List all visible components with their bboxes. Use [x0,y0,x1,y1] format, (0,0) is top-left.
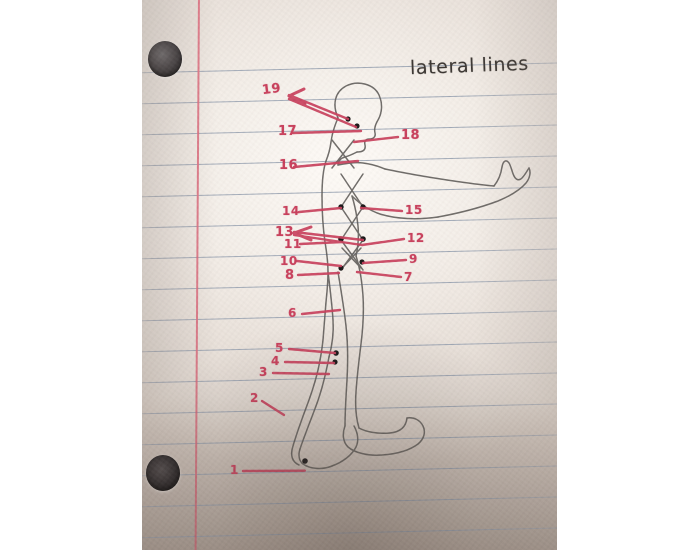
label-2: 2 [250,391,259,405]
arrowhead-19-b [287,94,307,106]
label-18: 18 [401,128,421,143]
label-3: 3 [259,365,268,379]
label-13: 13 [275,225,295,240]
leader-6 [300,308,342,316]
label-17: 17 [278,124,298,139]
label-1: 1 [230,463,239,477]
label-15: 15 [405,203,423,217]
label-10: 10 [280,254,298,268]
leader-19-a [287,93,350,121]
label-16: 16 [279,158,299,173]
leader-17 [291,129,363,135]
label-5: 5 [275,341,284,355]
arrowhead-13-b [292,231,313,242]
far-leg-back [290,359,321,466]
arrowhead-19-a [287,87,306,98]
leader-8 [296,271,341,277]
arm-lower-edge [351,195,439,220]
bottom-binder-hole [146,455,180,491]
label-6: 6 [288,306,297,320]
leader-1-shaft [241,469,307,473]
dot-1 [302,458,308,464]
leader-9 [361,258,408,265]
head-outline [334,82,383,153]
near-foot [342,417,426,456]
torso-lattice-4 [340,206,364,241]
paper-surface [142,0,557,550]
leader-18 [352,135,400,144]
far-thigh-front [327,271,334,358]
leader-19-b [287,97,358,129]
neck-back [325,117,339,162]
near-leg-back [337,271,349,427]
leader-14 [297,206,343,214]
leader-10 [295,259,343,268]
label-11: 11 [284,237,302,251]
leader-13-a [292,230,365,242]
hip-cross-b [341,247,362,269]
hand-lower-edge [437,167,531,218]
arrowhead-13-a [292,225,313,235]
shoulder-top [337,161,386,170]
red-leader-lines [241,87,408,473]
far-foot-top [331,425,359,467]
torso-back [319,160,329,361]
leader-15 [359,206,404,213]
leader-5 [287,347,337,355]
hand-fingers [493,160,530,187]
label-7: 7 [404,270,413,284]
leader-7 [355,270,403,279]
label-14: 14 [282,204,300,218]
torso-lattice-2 [340,173,364,208]
leader-3 [271,371,331,376]
label-4: 4 [271,354,280,368]
label-8: 8 [285,268,295,283]
near-leg-front [354,255,365,429]
leader-11 [298,240,344,246]
leader-16 [292,159,360,169]
top-binder-hole [148,41,182,77]
notebook-photo: lateral lines [142,0,557,550]
far-shin [299,356,330,450]
arm-top-edge [384,168,495,187]
label-19: 19 [261,80,282,99]
leader-4 [283,360,336,365]
figure-drawing [241,82,531,473]
label-9: 9 [409,252,418,266]
near-foot-arch [358,417,408,434]
label-12: 12 [407,231,425,245]
leader-2 [260,399,286,417]
far-heel [298,448,333,470]
leader-12 [360,237,406,247]
